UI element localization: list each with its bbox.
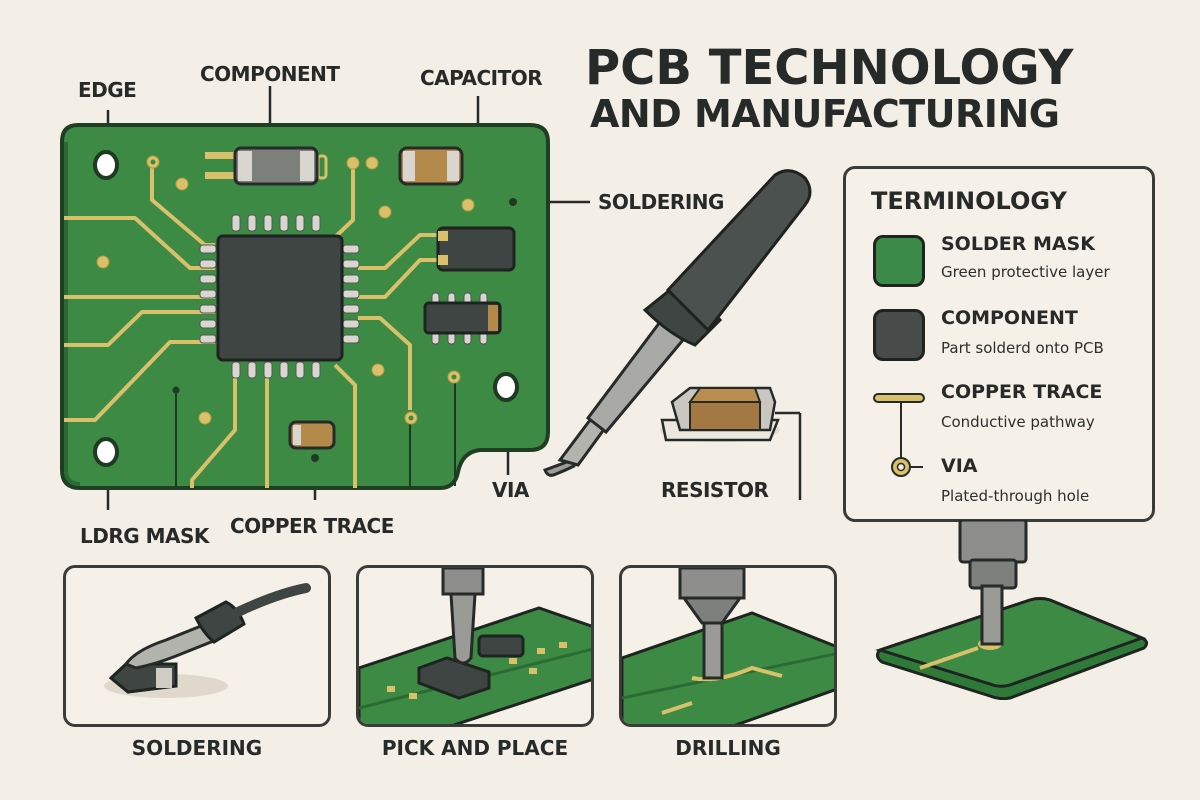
solder-mask-swatch-icon [873,235,925,287]
process-label: SOLDERING [131,736,263,760]
copper-trace-via-icon [873,393,925,477]
label-soldering: SOLDERING [598,190,724,214]
label-resistor: RESISTOR [661,478,769,502]
legend-item-name: VIA [941,455,978,477]
legend-item-name: COMPONENT [941,307,1078,329]
drilling-icon [622,568,834,724]
soldering-panel [63,565,331,727]
label-capacitor: CAPACITOR [420,66,543,90]
label-via: VIA [492,478,529,502]
soldering-iron-icon [104,583,311,698]
label-mask: LDRG MASK [80,524,209,548]
page-title-line2: AND MANUFACTURING [590,92,1060,136]
legend-item-name: COPPER TRACE [941,381,1103,403]
page-title-line1: PCB TECHNOLOGY [585,40,1074,96]
drill-illustration [875,520,1149,700]
pick-and-place-icon [359,568,591,724]
pick-and-place-panel [356,565,594,727]
legend-item-desc: Conductive pathway [941,413,1095,431]
label-copper-trace: COPPER TRACE [230,514,394,538]
drilling-panel [619,565,837,727]
legend-title: TERMINOLOGY [871,187,1067,215]
legend-item-name: SOLDER MASK [941,233,1095,255]
process-label: PICK AND PLACE [381,736,569,760]
label-edge: EDGE [78,78,137,102]
label-component: COMPONENT [200,62,340,86]
terminology-legend: TERMINOLOGY SOLDER MASK Green protective… [843,166,1155,522]
component-swatch-icon [873,309,925,361]
process-label: DRILLING [675,736,781,760]
legend-item-desc: Part solderd onto PCB [941,339,1104,357]
legend-item-desc: Green protective layer [941,263,1110,281]
legend-item-desc: Plated-through hole [941,487,1090,505]
pcb-board-illustration [60,86,812,510]
